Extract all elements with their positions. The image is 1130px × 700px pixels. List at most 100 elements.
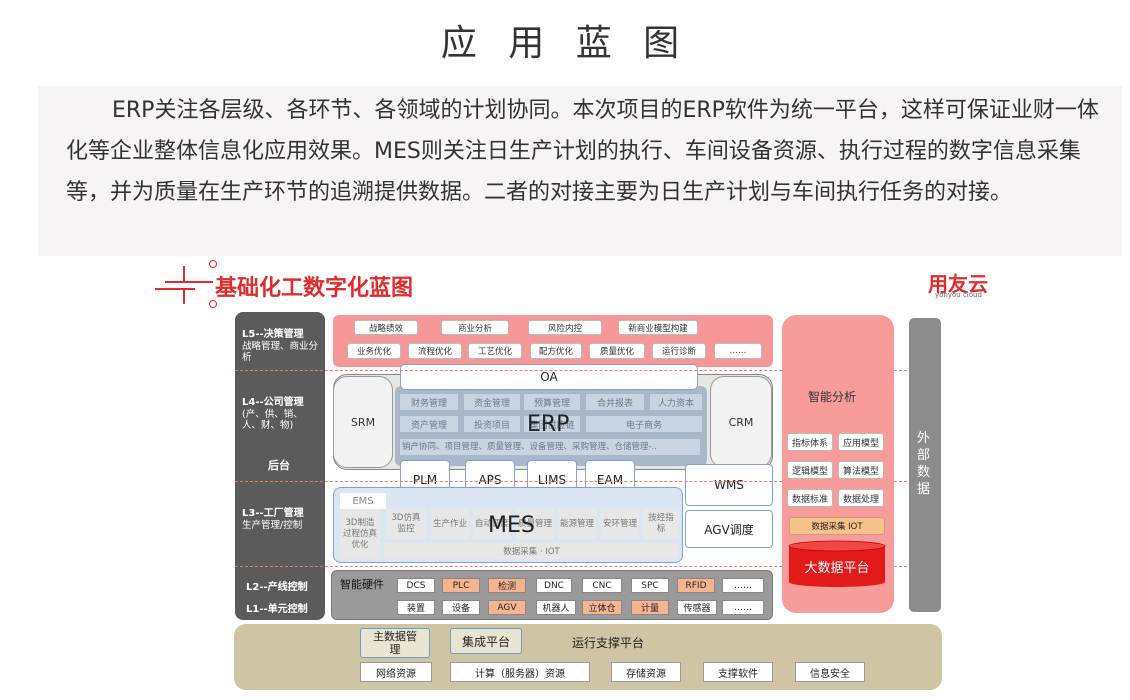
- separator-l5: [235, 370, 917, 371]
- layer-backend: 后台: [268, 459, 290, 472]
- bigdata-label: 大数据平台: [804, 560, 870, 576]
- brand-logo: 用友云: [928, 272, 988, 296]
- master-data-label: 主数据管理: [373, 630, 417, 656]
- ems-desc: 3D制造过程仿真优化: [340, 509, 380, 559]
- wms-block: WMS: [685, 464, 773, 506]
- erp-label: ERP: [527, 412, 570, 437]
- l5-item: 商业分析: [441, 320, 509, 335]
- hardware-label: 智能硬件: [340, 578, 384, 591]
- layer-l4: L4--公司管理 (产、供、销、人、财、物): [242, 397, 312, 431]
- layer-l5: L5--决策管理 战略管理、商业分析: [242, 329, 322, 363]
- bigdata-cylinder: 大数据平台: [788, 540, 886, 588]
- smart-analysis-item: 逻辑模型: [787, 461, 833, 479]
- brand-subtitle: yonyou cloud: [935, 291, 982, 299]
- layer-l4-title: L4--公司管理: [242, 397, 304, 408]
- l5-item: 工艺优化: [468, 343, 522, 359]
- external-data-bar: [909, 318, 941, 612]
- layer-l5-desc: 战略管理、商业分析: [242, 341, 319, 363]
- hardware-item: 传感器: [677, 600, 717, 615]
- smart-analysis-item: 应用模型: [838, 433, 884, 451]
- diagram-title: 基础化工数字化蓝图: [215, 276, 414, 301]
- hardware-item: DCS: [397, 578, 435, 593]
- platform-label: 运行支撑平台: [572, 636, 645, 650]
- hardware-item: CNC: [582, 578, 622, 593]
- external-data-label: 外部数据: [917, 431, 931, 497]
- page-title: 应 用 蓝 图: [440, 23, 690, 64]
- layer-l2: L2--产线控制: [246, 582, 308, 593]
- layer-l1: L1--单元控制: [246, 604, 308, 615]
- mes-module: 安环管理: [601, 509, 639, 539]
- hardware-item: PLC: [442, 578, 480, 593]
- hardware-item: 装置: [397, 600, 435, 615]
- hardware-item: 计量: [631, 600, 669, 615]
- srm-block: SRM: [333, 376, 393, 468]
- base-resource: 支撑软件: [703, 662, 773, 682]
- mes-label: MES: [488, 513, 535, 538]
- l5-item: ……: [714, 343, 762, 359]
- base-resource: 网络资源: [360, 662, 432, 682]
- layer-l3-title: L3--工厂管理: [242, 508, 304, 519]
- l5-item: 业务优化: [347, 343, 401, 359]
- smart-analysis-item: 数据处理: [838, 489, 884, 507]
- intro-panel: ERP关注各层级、各环节、各领域的计划协同。本次项目的ERP软件为统一平台，这样…: [38, 86, 1122, 256]
- mes-module: 能源管理: [558, 509, 596, 539]
- erp-module: 财务管理: [400, 394, 458, 410]
- base-resource: 计算（服务器）资源: [450, 662, 590, 682]
- mes-module: 自动调度: [473, 509, 511, 539]
- hardware-item: ……: [722, 600, 764, 615]
- erp-module: 投资项目: [464, 416, 520, 432]
- l5-item: 运行诊断: [652, 343, 706, 359]
- erp-module: 合并报表: [586, 394, 644, 410]
- erp-module: 预算管理: [524, 394, 580, 410]
- layer-l4-desc: (产、供、销、人、财、物): [242, 409, 303, 431]
- l5-item: 新商业模型构建: [618, 320, 698, 335]
- cylinder-icon: [788, 540, 886, 587]
- smart-iot: 数据采集 IOT: [789, 517, 885, 535]
- l5-item: 配方优化: [530, 343, 582, 359]
- l5-item: 质量优化: [589, 343, 645, 359]
- base-resource: 存储资源: [611, 662, 681, 682]
- hardware-item: RFID: [677, 578, 715, 593]
- hardware-item: 设备: [442, 600, 480, 615]
- smart-analysis-title: 智能分析: [808, 390, 857, 404]
- agv-block: AGV调度: [685, 510, 773, 548]
- l5-item: 战略绩效: [354, 320, 418, 335]
- hardware-item: ……: [722, 578, 764, 593]
- hardware-item: 检测: [488, 578, 526, 593]
- base-resource: 信息安全: [795, 662, 865, 682]
- smart-analysis-item: 数据标准: [787, 489, 833, 507]
- separator-l3: [235, 566, 917, 567]
- erp-module: 资金管理: [464, 394, 520, 410]
- mes-module: 生产作业: [431, 509, 469, 539]
- layer-l5-title: L5--决策管理: [242, 329, 304, 340]
- mes-module: 3D仿真监控: [386, 509, 426, 539]
- hardware-item: 机器人: [536, 600, 576, 615]
- l5-item: 流程优化: [408, 343, 462, 359]
- master-data-box: 主数据管理: [360, 628, 430, 658]
- hardware-item: AGV: [488, 600, 526, 615]
- crm-block: CRM: [710, 376, 772, 468]
- oa-bar: OA: [400, 364, 698, 390]
- erp-module: 集团供应链: [524, 416, 580, 432]
- separator-l4: [235, 481, 917, 482]
- ems-label: EMS: [340, 493, 386, 509]
- erp-module: 电子商务: [586, 416, 702, 432]
- srm-label: SRM: [350, 415, 376, 429]
- layer-l3: L3--工厂管理 生产管理/控制: [242, 508, 322, 531]
- erp-module: 资产管理: [400, 416, 458, 432]
- title-decoration: [155, 260, 217, 308]
- hardware-item: DNC: [536, 578, 572, 593]
- oa-label: OA: [540, 370, 558, 384]
- hardware-item: SPC: [631, 578, 669, 593]
- intro-text: ERP关注各层级、各环节、各领域的计划协同。本次项目的ERP软件为统一平台，这样…: [66, 98, 1099, 205]
- smart-analysis-item: 指标体系: [787, 433, 833, 451]
- layer-bar: [235, 312, 325, 620]
- erp-module: 人力资本: [650, 394, 702, 410]
- crm-label: CRM: [728, 415, 754, 429]
- agv-label: AGV调度: [704, 522, 754, 537]
- mes-module: 质量管理: [516, 509, 554, 539]
- erp-row3: 销产协同、项目管理、质量管理、设备管理、采购管理、仓储管理-..: [400, 439, 700, 455]
- l5-item: 风险内控: [528, 320, 602, 335]
- mes-module: 技经指标: [643, 509, 679, 539]
- layer-l3-desc: 生产管理/控制: [242, 520, 303, 531]
